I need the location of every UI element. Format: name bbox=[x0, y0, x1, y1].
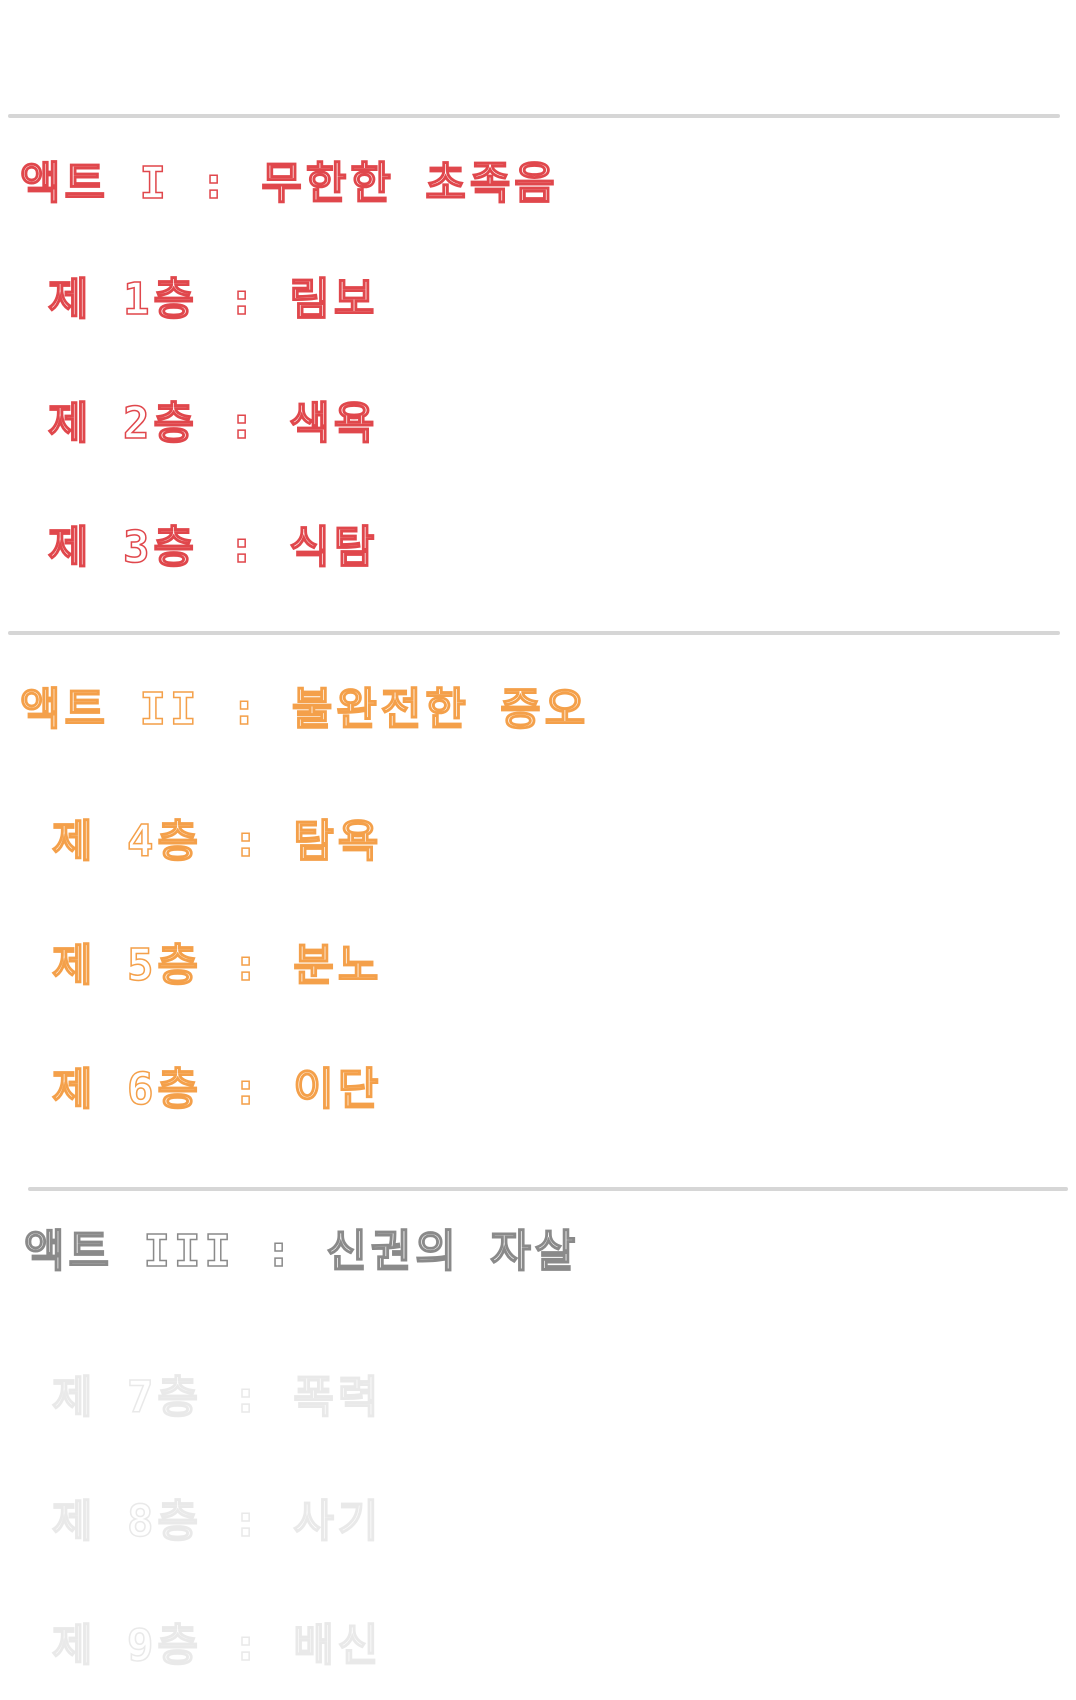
divider-act-2 bbox=[8, 631, 1060, 635]
floor-2-label: 제 2층 : 색욕 bbox=[47, 398, 379, 449]
floor-6-label: 제 6층 : 이단 bbox=[51, 1064, 383, 1115]
floor-7-label: 제 7층 : 폭력 bbox=[51, 1372, 383, 1423]
act-1-title: 액트 I : 무한한 초족음 bbox=[19, 158, 559, 209]
floor-9-label: 제 9층 : 배신 bbox=[51, 1620, 383, 1671]
floor-1-label: 제 1층 : 림보 bbox=[47, 274, 379, 325]
floor-3-label: 제 3층 : 식탐 bbox=[47, 522, 379, 573]
divider-act-1 bbox=[8, 114, 1060, 118]
floor-8-label: 제 8층 : 사기 bbox=[51, 1496, 383, 1547]
divider-act-3 bbox=[28, 1187, 1068, 1191]
act-2-title: 액트 II : 불완전한 증오 bbox=[19, 684, 590, 735]
floor-5-label: 제 5층 : 분노 bbox=[51, 940, 383, 991]
floor-4-label: 제 4층 : 탐욕 bbox=[51, 816, 383, 867]
act-3-title: 액트 III : 신권의 자살 bbox=[23, 1226, 580, 1277]
